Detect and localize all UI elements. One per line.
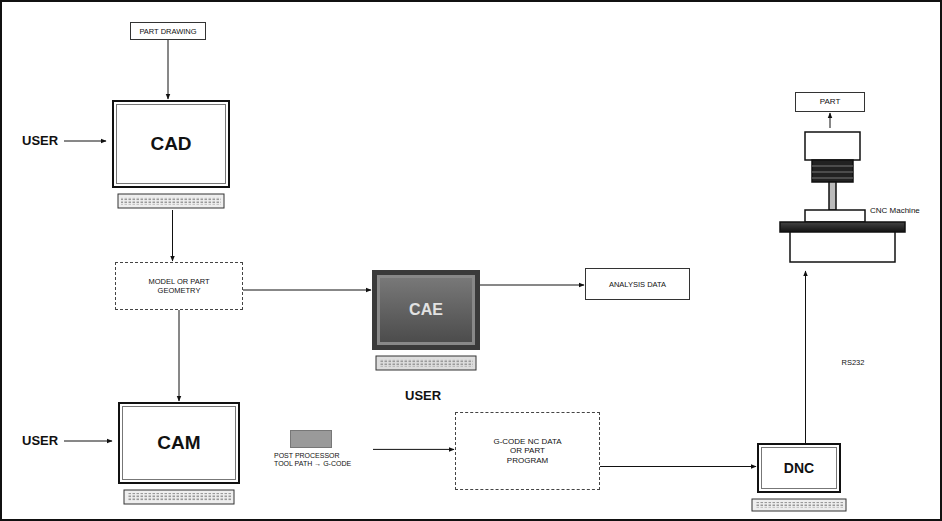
node-label: CAD bbox=[150, 133, 191, 156]
analysis-box: ANALYSIS DATA bbox=[585, 268, 690, 300]
cam-monitor: CAM bbox=[118, 402, 240, 506]
dnc-monitor: DNC bbox=[757, 443, 841, 515]
flow-arrow bbox=[243, 290, 371, 291]
user-label: USER bbox=[22, 133, 58, 148]
keyboard bbox=[752, 499, 846, 511]
node-label: PART DRAWING bbox=[139, 27, 196, 36]
node-label: DNC bbox=[784, 460, 814, 477]
cad-monitor: CAD bbox=[112, 100, 230, 210]
node-label: ANALYSIS DATA bbox=[609, 280, 666, 289]
monitor-screen: DNC bbox=[757, 443, 841, 493]
user-arrow bbox=[64, 141, 106, 142]
flow-arrow bbox=[600, 466, 756, 467]
monitor-screen: CAE bbox=[372, 270, 480, 350]
node-label: CAM bbox=[157, 432, 200, 455]
cnc-machine-node: CNC Machine bbox=[770, 128, 935, 270]
node-label: G-CODE NC DATA OR PART PROGRAM bbox=[492, 437, 564, 466]
flow-arrow bbox=[480, 285, 584, 286]
flow-arrow bbox=[805, 271, 806, 443]
monitor-screen: CAD bbox=[112, 100, 230, 188]
caption-text: TOOL PATH → G-CODE bbox=[268, 460, 373, 468]
cnc-machine bbox=[780, 132, 905, 262]
cae-monitor: CAE bbox=[372, 270, 480, 372]
node-label: CAE bbox=[409, 300, 443, 319]
signal-label: RS232 bbox=[840, 357, 867, 368]
keyboard bbox=[124, 490, 234, 504]
gcode-box: G-CODE NC DATA OR PART PROGRAM bbox=[455, 412, 600, 490]
flow-arrow bbox=[179, 310, 180, 401]
part-box: PART bbox=[795, 92, 865, 112]
flow-arrow bbox=[168, 40, 169, 99]
drawing-box: PART DRAWING bbox=[130, 22, 206, 40]
caption-text: POST PROCESSOR bbox=[268, 452, 373, 460]
node-label: MODEL OR PART GEOMETRY bbox=[134, 277, 224, 295]
user-label: USER bbox=[22, 433, 58, 448]
node-label: PART bbox=[820, 97, 841, 107]
post-processor: POST PROCESSORTOOL PATH → G-CODE bbox=[268, 430, 373, 469]
keyboard bbox=[376, 356, 476, 370]
user-label: USER bbox=[405, 388, 441, 403]
node-label: CNC Machine bbox=[870, 206, 920, 216]
flow-arrow bbox=[172, 210, 173, 261]
flow-arrow bbox=[373, 449, 454, 450]
model-box: MODEL OR PART GEOMETRY bbox=[115, 262, 243, 310]
keyboard bbox=[118, 194, 224, 208]
user-arrow bbox=[64, 441, 112, 442]
monitor-screen: CAM bbox=[118, 402, 240, 484]
processor-block bbox=[290, 430, 332, 448]
flow-arrow bbox=[830, 113, 831, 128]
